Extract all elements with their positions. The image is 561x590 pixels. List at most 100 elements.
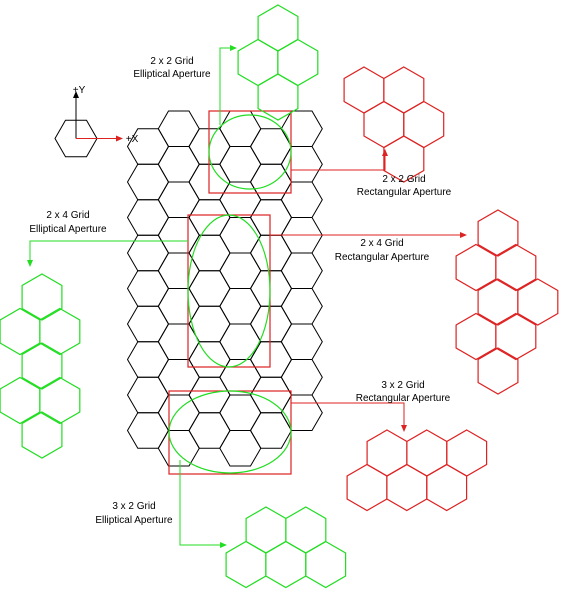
subgrid-hexagon [343,66,385,114]
grid-hexagon [280,252,323,289]
grid-hexagon [188,234,231,272]
arrow-ell-2x2 [230,45,237,51]
grid-hexagon [157,217,200,254]
arrow-ell-3x2 [220,542,227,548]
grid-hexagon [249,305,293,343]
grid-hexagon [126,270,170,307]
subgrid-hexagon [265,540,307,589]
subgrid-rectangular-3x2 [346,429,488,512]
grid-hexagon [188,412,231,449]
x-axis-label: +X [126,134,139,145]
subgrid-rectangular-2x2 [343,66,445,183]
grid-hexagon [219,252,262,289]
ellipse-aperture-3x2 [168,390,292,474]
grid-hexagon [249,199,293,236]
subgrid-hexagon [257,4,299,52]
label-ell-2x4-line1: 2 x 4 Grid [46,210,89,221]
grid-hexagon [280,323,323,360]
label-ell-3x2-line1: 3 x 2 Grid [112,501,155,512]
label-rect-3x2-line2: Rectangular Aperture [356,393,451,404]
grid-hexagon [249,270,293,307]
subgrid-hexagon [386,463,428,512]
grid-hexagon [157,430,200,467]
grid-hexagon [126,341,170,378]
grid-hexagon [157,110,200,147]
subgrid-hexagon [346,463,388,512]
axis-reference: +Y +X [54,85,139,158]
label-rect-2x4-line1: 2 x 4 Grid [360,238,403,249]
subgrid-hexagon [426,463,468,512]
subgrid-hexagon [285,506,327,554]
label-rect-2x2-line2: Rectangular Aperture [357,187,452,198]
label-ell-2x2-line1: 2 x 2 Grid [150,56,193,67]
label-ell-2x4-line2: Elliptical Aperture [29,224,107,235]
arrow-rect-2x4 [460,232,467,238]
subgrid-hexagon [257,73,299,121]
ellipse-aperture-2x4 [187,214,271,368]
label-rect-2x4-line2: Rectangular Aperture [335,252,430,263]
subgrid-hexagon [21,411,63,459]
grid-hexagon [157,181,200,218]
subgrid-hexagon [383,66,425,114]
grid-hexagon [126,199,170,236]
grid-hexagon [219,181,262,218]
arrow-rect-3x2 [401,425,407,432]
grid-hexagon [188,341,231,378]
connectors [27,45,467,548]
subgrid-hexagon [237,38,279,87]
label-rect-3x2-line1: 3 x 2 Grid [381,380,424,391]
subgrid-hexagon [225,540,267,589]
subgrid-hexagon [446,429,488,477]
connector-rect-3x2 [291,402,405,427]
subgrid-hexagon [39,307,81,356]
grid-hexagon [280,359,323,396]
grid-hexagon [219,394,262,431]
label-ell-3x2-line2: Elliptical Aperture [95,515,173,526]
arrow-rect-2x2 [382,149,388,156]
grid-hexagon [157,146,200,183]
grid-hexagon [280,288,323,325]
subgrid-rectangular-2x4 [455,209,559,395]
grid-hexagon [188,305,231,343]
grid-hexagon [219,323,262,360]
y-axis-label: +Y [73,85,86,96]
grid-hexagon [157,394,200,431]
subgrid-hexagon [305,540,347,589]
grid-hexagon [280,394,323,431]
grid-hexagon [280,181,323,218]
subgrid-hexagon [21,342,63,390]
grid-hexagon [219,217,262,254]
subgrid-hexagon [366,429,408,477]
subgrid-hexagon [245,506,287,554]
ellipse-aperture-2x2 [208,114,292,190]
subgrid-hexagon [277,38,319,87]
grid-hexagon [280,146,323,183]
grid-hexagon [188,376,231,414]
label-ell-2x2-line2: Elliptical Aperture [133,69,211,80]
labels: 2 x 2 Grid Elliptical Aperture 2 x 2 Gri… [29,56,451,526]
grid-hexagon [188,199,231,236]
subgrid-hexagon [39,376,81,425]
subgrid-hexagon [21,273,63,321]
arrow-ell-2x4 [27,260,33,267]
subgrid-hexagon [403,100,445,149]
connector-rect-2x2 [291,154,386,171]
subgrid-hexagon [477,347,519,395]
subgrid-hexagon [477,209,519,257]
subgrid-elliptical-3x2 [225,506,347,589]
y-axis-arrow [73,91,79,98]
grid-hexagon [126,412,170,449]
grid-hexagon [157,359,200,396]
subgrid-hexagon [495,312,537,361]
grid-hexagon [219,288,262,325]
subgrid-elliptical-2x2 [237,4,319,121]
grid-hexagon [188,270,231,307]
subgrid-hexagon [363,100,405,149]
grid-hexagon [126,163,170,201]
connector-ell-2x2 [219,47,232,125]
grid-hexagon [249,412,293,449]
connector-ell-3x2 [179,460,222,546]
grid-hexagon [157,252,200,289]
